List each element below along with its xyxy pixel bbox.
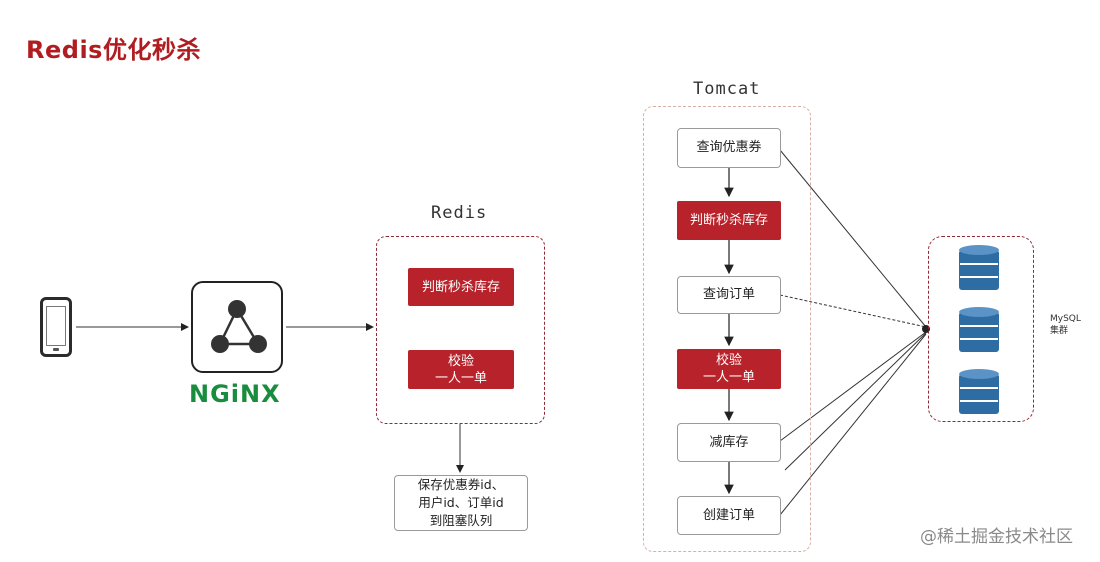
tomcat-group-box [643,106,811,552]
line-query-coupon-to-mysql [779,149,927,328]
tomcat-query-order-step: 查询订单 [677,276,781,314]
blocking-queue-note: 保存优惠券id、 用户id、订单id 到阻塞队列 [394,475,528,531]
redis-judge-stock-step: 判断秒杀库存 [408,268,514,306]
watermark: @稀土掘金技术社区 [920,527,1073,547]
page-title: Redis优化秒杀 [26,36,201,64]
tomcat-query-coupon-step: 查询优惠券 [677,128,781,168]
redis-group-box [376,236,545,424]
mysql-cluster-box [928,236,1034,422]
tomcat-verify-one-order-step: 校验 一人一单 [677,349,781,389]
database-icon [959,307,999,352]
database-icon [959,369,999,414]
line-reduce-stock-to-mysql-2 [784,332,927,471]
nginx-network-icon [211,300,267,353]
redis-verify-one-order-step: 校验 一人一单 [408,350,514,389]
tomcat-judge-stock-step: 判断秒杀库存 [677,201,781,240]
nginx-logo-box [191,281,283,373]
nginx-label: NGiNX [189,380,281,408]
line-create-order-to-mysql [779,333,927,516]
mysql-cluster-label: MySQL 集群 [1050,314,1081,336]
tomcat-group-label: Tomcat [693,79,761,99]
mobile-phone-icon [40,297,72,357]
tomcat-reduce-stock-step: 减库存 [677,423,781,462]
tomcat-create-order-step: 创建订单 [677,496,781,535]
redis-group-label: Redis [431,203,488,223]
database-icon [959,245,999,290]
line-reduce-stock-to-mysql [779,331,927,442]
